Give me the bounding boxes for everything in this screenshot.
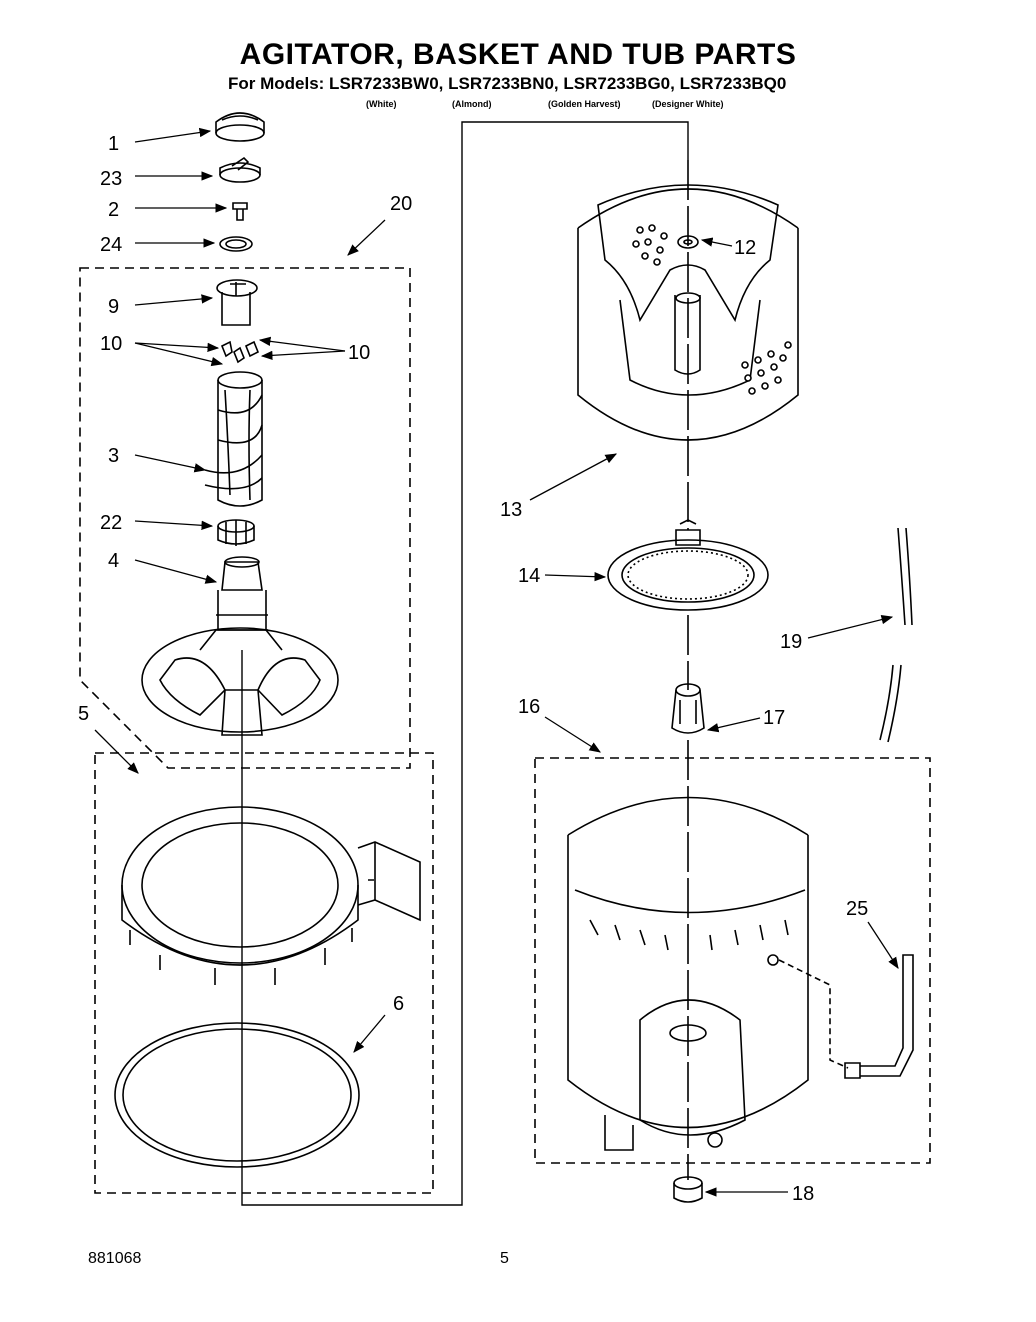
callout-1: 1 xyxy=(108,133,119,155)
callout-6: 6 xyxy=(393,993,404,1015)
callout-19: 19 xyxy=(780,631,802,653)
callout-arrows xyxy=(94,127,899,1197)
callout-25: 25 xyxy=(846,898,868,920)
callout-23: 23 xyxy=(100,168,122,190)
bolt-part xyxy=(232,202,248,221)
tub-part xyxy=(567,796,809,1151)
basket-part xyxy=(577,184,799,441)
callout-20: 20 xyxy=(390,193,412,215)
page-number: 5 xyxy=(500,1250,509,1267)
callout-2: 2 xyxy=(108,199,119,221)
basket-holes xyxy=(632,224,792,395)
bearing-part xyxy=(673,1176,703,1203)
drive-bell-part xyxy=(217,519,255,546)
models-line: For Models: LSR7233BW0, LSR7233BN0, LSR7… xyxy=(228,74,787,93)
callout-4: 4 xyxy=(108,550,119,572)
gasket-ring-part xyxy=(114,1022,360,1168)
cam-part xyxy=(216,279,258,326)
variant-white: (White) xyxy=(366,99,397,109)
variant-almond: (Almond) xyxy=(452,99,492,109)
basket-nut-part xyxy=(677,235,699,249)
variant-golden-harvest: (Golden Harvest) xyxy=(548,99,621,109)
cap-insert-part xyxy=(219,156,261,183)
callout-9: 9 xyxy=(108,296,119,318)
callout-18: 18 xyxy=(792,1183,814,1205)
callout-12: 12 xyxy=(734,237,756,259)
group-box-20 xyxy=(79,267,411,769)
shaft-connector-line xyxy=(241,121,689,1206)
variant-designer-white: (Designer White) xyxy=(652,99,724,109)
tub-seal-part xyxy=(671,683,705,734)
agitator-dogs-part xyxy=(220,340,260,364)
group-box-5 xyxy=(94,752,434,1194)
agitator-base-part xyxy=(141,556,339,736)
callout-13: 13 xyxy=(500,499,522,521)
seal-ring-part xyxy=(219,236,253,252)
drain-hose-part xyxy=(778,954,914,1079)
page-title: AGITATOR, BASKET AND TUB PARTS xyxy=(239,38,797,71)
balance-ring-part xyxy=(121,806,421,985)
callout-5: 5 xyxy=(78,703,89,725)
callout-10-right: 10 xyxy=(348,342,370,364)
doc-number: 881068 xyxy=(88,1250,142,1267)
callout-17: 17 xyxy=(763,707,785,729)
agitator-barrel-part xyxy=(204,371,263,507)
callout-14: 14 xyxy=(518,565,540,587)
basket-hub-part xyxy=(607,519,769,611)
callout-22: 22 xyxy=(100,512,122,534)
callout-10-left: 10 xyxy=(100,333,122,355)
group-box-16 xyxy=(534,757,931,1164)
agitator-cap-part xyxy=(215,112,265,142)
callout-24: 24 xyxy=(100,234,122,256)
callout-16: 16 xyxy=(518,696,540,718)
callout-3: 3 xyxy=(108,445,119,467)
hose-part xyxy=(879,527,913,743)
